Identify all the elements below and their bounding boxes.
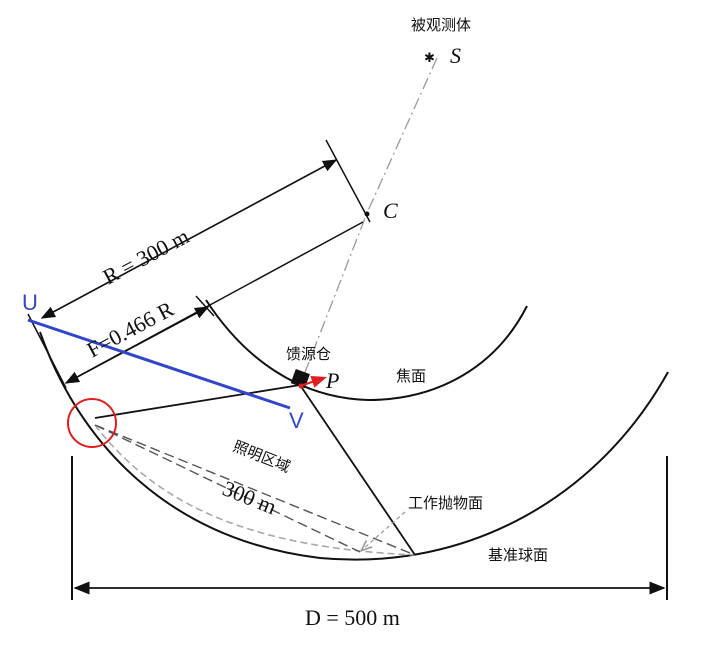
c-point bbox=[364, 211, 370, 217]
edge-to-c-line bbox=[65, 221, 364, 384]
illumination-dashed-rays bbox=[94, 424, 416, 556]
c-label: C bbox=[383, 198, 398, 223]
p-red-arrow bbox=[302, 376, 327, 388]
illuminated-region-label: 照明区域 bbox=[231, 437, 293, 476]
focal-surface-arc bbox=[205, 299, 528, 402]
focal-surface-label: 焦面 bbox=[396, 367, 426, 385]
feed-cabin-point bbox=[298, 383, 304, 389]
v-label: V bbox=[289, 408, 304, 433]
working-paraboloid-label: 工作抛物面 bbox=[408, 494, 483, 512]
s-label: S bbox=[450, 43, 461, 68]
ray-p-left bbox=[94, 384, 301, 419]
reference-sphere-label: 基准球面 bbox=[488, 546, 548, 564]
ray-p-bottom bbox=[299, 384, 416, 556]
r-extension-c bbox=[325, 139, 371, 223]
star-icon: ✱ bbox=[424, 51, 435, 66]
observation-axis bbox=[299, 57, 438, 386]
f-dimension-label: F=0.466 R bbox=[83, 296, 178, 363]
d-dimension-label: D = 500 m bbox=[305, 605, 400, 630]
r-dimension-label: R = 300 m bbox=[99, 223, 193, 289]
dist-300-label: 300 m bbox=[219, 475, 280, 519]
p-label: P bbox=[325, 368, 339, 393]
observed-body-label: 被观测体 bbox=[411, 16, 471, 34]
highlight-circle bbox=[67, 398, 117, 448]
uv-line bbox=[27, 318, 291, 410]
r-dimension-arrow bbox=[40, 159, 338, 319]
paraboloid-leader bbox=[362, 511, 406, 550]
f-extension-focal bbox=[195, 295, 215, 317]
r-extension-edge bbox=[27, 313, 67, 389]
u-label: U bbox=[22, 290, 38, 315]
reference-sphere-arc bbox=[39, 331, 669, 561]
feed-cabin-label: 馈源仓 bbox=[286, 345, 331, 363]
